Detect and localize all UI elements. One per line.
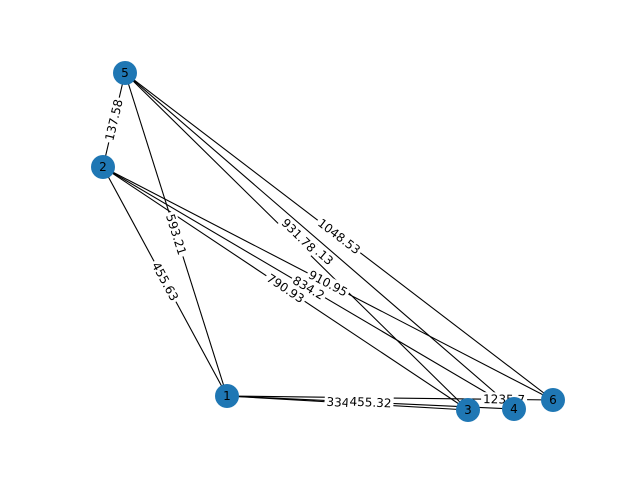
nodes-layer: 1 2 3 4 5 6 [91,61,565,422]
edge-label-5-2: 137.58 [101,96,127,144]
node-circle [91,155,115,179]
node-label: 3 [464,403,472,417]
node-label: 5 [121,66,129,80]
edge-label-2-1: 455.63 [147,257,183,306]
edge-label-background [277,214,320,257]
edge-label-background [262,269,309,308]
edges-layer [102,72,554,411]
node-circle [215,384,239,408]
node-circle [502,397,526,421]
edge-label-background [304,266,352,301]
edge-label-1-4: 455.32 [347,394,394,411]
edge-label-background [147,257,183,306]
node-1: 1 [215,384,239,408]
edge-5-4 [124,72,515,410]
node-label: 4 [510,402,518,416]
node-circle [541,388,565,412]
node-label: 2 [99,160,107,174]
edge-label-background [101,96,127,144]
node-2: 2 [91,155,115,179]
edge-label-background [347,394,394,411]
node-5: 5 [113,61,137,85]
edge-label-background [162,210,190,259]
edge-label-background [313,214,365,259]
edge-label-5-1: 593.21 [162,210,190,259]
node-label: 1 [223,389,231,403]
edge-weight-text: 455.32 [349,395,392,411]
edge-labels-layer: 137.58593.21928.13931.781048.53455.63910… [101,96,528,412]
edge-weight-text: 137.58 [102,98,125,142]
edge-weight-text: 455.63 [149,260,181,304]
node-4: 4 [502,397,526,421]
node-circle [456,398,480,422]
node-label: 6 [549,393,557,407]
node-circle [113,61,137,85]
node-6: 6 [541,388,565,412]
edge-label-background [288,272,329,304]
edge-weight-text: 593.21 [163,212,189,256]
node-3: 3 [456,398,480,422]
